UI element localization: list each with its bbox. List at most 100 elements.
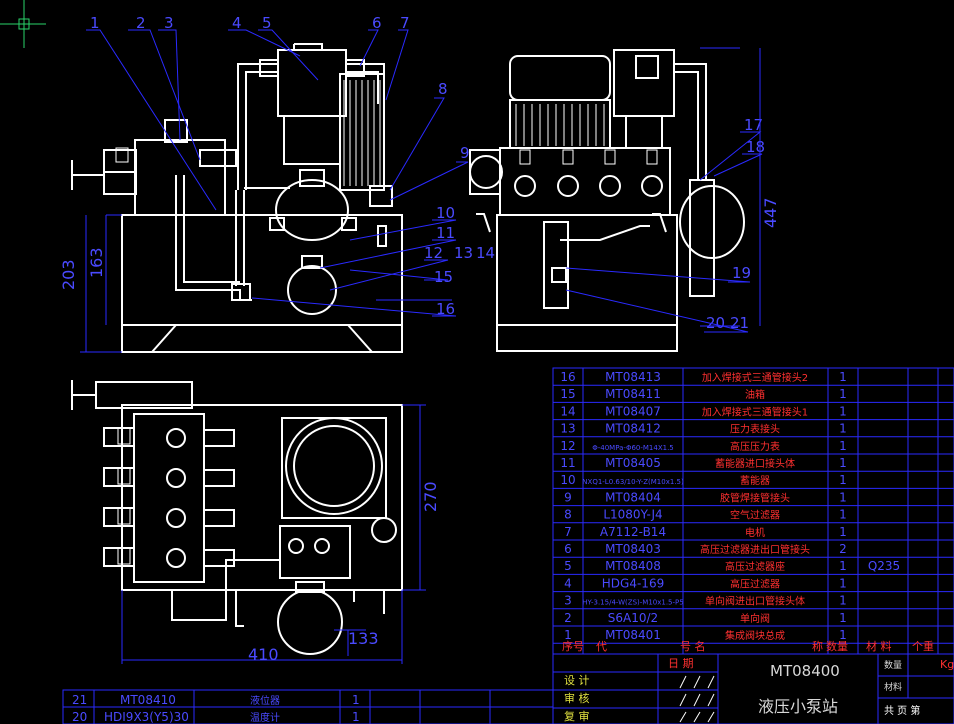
bom-cell-no: 4 — [564, 576, 572, 590]
bom-cell-qty: 1 — [839, 387, 847, 401]
bom-cell-name: 高压过滤器 — [730, 577, 780, 590]
front-height-total: 203 — [59, 259, 78, 290]
bom-cell-name: 高压过滤器进出口管接头 — [700, 543, 810, 556]
plan-depth: 270 — [421, 481, 440, 512]
side-view: 447 — [469, 47, 780, 352]
bom-cell-code: MT08412 — [605, 422, 661, 436]
bom-cell-no: 5 — [564, 559, 572, 573]
bom-header-material: 材 料 — [866, 639, 892, 653]
front-height-tank: 163 — [87, 247, 106, 278]
balloon-3: 3 — [164, 14, 174, 32]
crosshair-cursor-icon — [0, 0, 46, 48]
bom-cell-qty: 1 — [839, 594, 847, 608]
review-label: 审 核 — [564, 691, 590, 705]
date-label: 日 期 — [668, 657, 694, 670]
lower-bom-strip: 21 MT08410 液位器 1 20 HDI9X3(Y5)30 温度计 1 — [62, 689, 554, 724]
balloon-8: 8 — [438, 80, 448, 98]
drawing-title: 液压小泵站 — [758, 697, 838, 716]
balloon-5: 5 — [262, 14, 272, 32]
front-view: 203 163 — [59, 29, 469, 353]
balloon-9: 9 — [460, 144, 470, 162]
balloon-15: 15 — [434, 268, 453, 286]
qty-label: 数量 — [884, 659, 902, 671]
bom-cell-code: HDG4-169 — [602, 576, 664, 590]
balloon-21: 21 — [730, 314, 749, 332]
balloon-11: 11 — [436, 224, 455, 242]
bom-header-qty: 数量 — [826, 640, 848, 653]
lower-row-code-0: MT08410 — [120, 693, 176, 707]
bom-cell-qty: 2 — [839, 542, 847, 556]
bom-cell-qty: 1 — [839, 559, 847, 573]
lower-row-qty-1: 1 — [352, 710, 360, 724]
bom-cell-qty: 1 — [839, 611, 847, 625]
bom-cell-code: MT08413 — [605, 370, 661, 384]
bom-cell-code: MT08403 — [605, 542, 661, 556]
bom-cell-code: MT08407 — [605, 404, 661, 418]
balloon-13: 13 — [454, 244, 473, 262]
bom-cell-code: MT08405 — [605, 456, 661, 470]
bom-cell-name: 单向阀 — [740, 612, 770, 625]
recheck-label: 复 审 — [564, 709, 590, 723]
bom-cell-no: 13 — [560, 422, 575, 436]
bom-cell-name: 蓄能器进口接头体 — [715, 457, 795, 470]
bom-cell-qty: 1 — [839, 439, 847, 453]
lower-row-name-0: 液位器 — [250, 694, 280, 707]
balloon-numbers: 1 2 3 4 5 6 7 8 9 10 11 12 13 14 15 16 1… — [90, 14, 765, 332]
bom-cell-name: 胶管焊接管接头 — [720, 491, 790, 504]
material-label: 材料 — [884, 681, 902, 693]
bom-cell-qty: 1 — [839, 508, 847, 522]
bom-cell-qty: 1 — [839, 404, 847, 418]
balloon-16: 16 — [436, 300, 455, 318]
balloon-7: 7 — [400, 14, 410, 32]
bom-cell-qty: 1 — [839, 422, 847, 436]
bom-cell-no: 9 — [564, 490, 572, 504]
balloon-17: 17 — [744, 116, 763, 134]
bom-cell-no: 3 — [564, 594, 572, 608]
bom-cell-name: 油箱 — [745, 388, 765, 401]
bom-cell-name: 电机 — [745, 526, 765, 539]
balloon-19: 19 — [732, 264, 751, 282]
bom-cell-no: 11 — [560, 456, 575, 470]
bom-cell-code: NXQ1-L0.63/10-Y-Z(M10x1.5) — [582, 478, 684, 486]
bom-cell-no: 6 — [564, 542, 572, 556]
lower-row-no-0: 21 — [72, 693, 87, 707]
bom-cell-qty: 1 — [839, 628, 847, 642]
bom-header-spec: 称 — [812, 639, 823, 653]
bom-cell-name: 空气过滤器 — [730, 509, 780, 522]
balloon-2: 2 — [136, 14, 146, 32]
drawing-number: MT08400 — [770, 662, 840, 680]
balloon-1: 1 — [90, 14, 100, 32]
bom-cell-code: MT08408 — [605, 559, 661, 573]
lower-row-code-1: HDI9X3(Y5)30 — [104, 710, 189, 724]
bom-cell-qty: 1 — [839, 473, 847, 487]
side-height: 447 — [761, 197, 780, 228]
design-label: 设 计 — [564, 674, 590, 687]
bom-header-name: 号 名 — [680, 639, 706, 653]
bom-cell-name: 加入焊接式三通管接头1 — [702, 405, 808, 418]
balloon-10: 10 — [436, 204, 455, 222]
bom-cell-name: 高压过滤器座 — [725, 560, 785, 573]
plan-width: 410 — [248, 645, 279, 664]
bom-cell-no: 1 — [564, 628, 572, 642]
balloon-20: 20 — [706, 314, 725, 332]
bom-cell-name: 单向阀进出口管接头体 — [705, 595, 805, 608]
bom-cell-code: Φ-40MPa-Φ60-M14X1.5 — [592, 444, 674, 452]
bom-cell-name: 压力表接头 — [730, 423, 780, 436]
bom-cell-name: 集成阀块总成 — [725, 629, 785, 642]
bom-cell-no: 16 — [560, 370, 575, 384]
bom-cell-no: 2 — [564, 611, 572, 625]
bom-cell-qty: 1 — [839, 370, 847, 384]
bom-header-no: 序号 — [562, 639, 584, 653]
bom-header-code: 代 — [596, 640, 607, 653]
balloon-6: 6 — [372, 14, 382, 32]
balloon-12: 12 — [424, 244, 443, 262]
bom-cell-no: 15 — [560, 387, 575, 401]
balloon-4: 4 — [232, 14, 242, 32]
bom-cell-code: S6A10/2 — [608, 611, 658, 625]
bom-cell-no: 10 — [560, 473, 575, 487]
plan-view: 410 133 270 — [71, 380, 440, 664]
bom-cell-qty: 1 — [839, 525, 847, 539]
balloon-14: 14 — [476, 244, 495, 262]
bom-cell-code: HY-3.15/4-W(ZS)-M10x1.5-P5 — [582, 599, 683, 607]
